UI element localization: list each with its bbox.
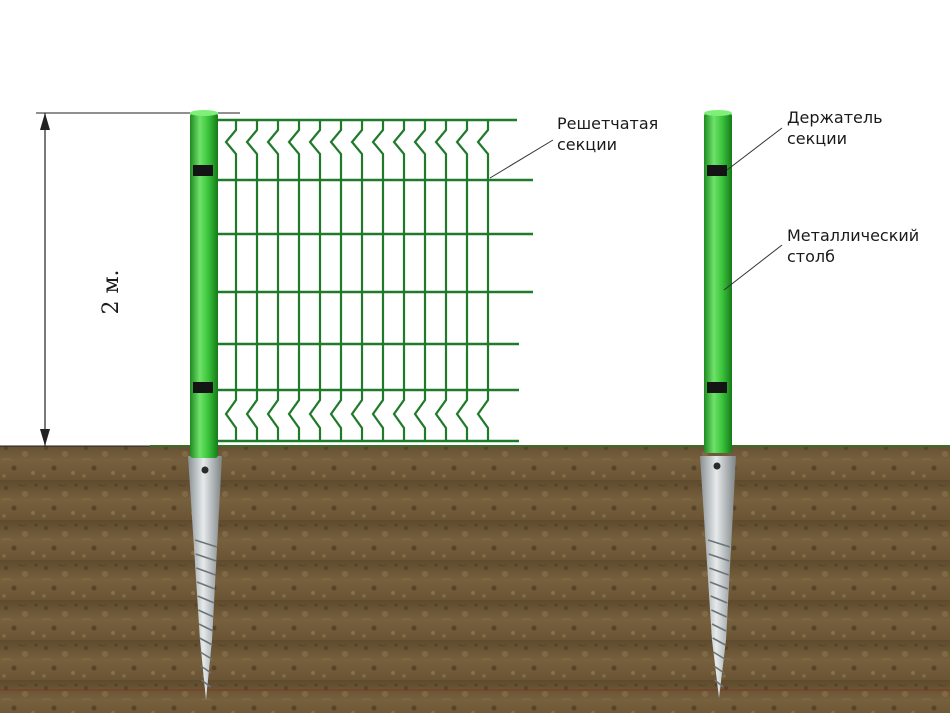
mesh-wire-vertical: [308, 120, 322, 441]
section-holder: [707, 382, 727, 393]
mesh-wire-vertical: [371, 120, 385, 441]
screw-pile-right: [700, 456, 736, 698]
mesh-wire-vertical: [434, 120, 448, 441]
mesh-wire-vertical: [392, 120, 406, 441]
mesh-section: [218, 118, 533, 443]
screw-pile-left: [188, 456, 222, 700]
mesh-wire-vertical: [245, 120, 259, 441]
label-section-holder: Держатель секции: [787, 108, 888, 148]
label-metal-post: Металлический столб: [787, 226, 924, 266]
mesh-wire-vertical: [455, 120, 469, 441]
post-left: [190, 110, 218, 458]
leader-holder: [726, 127, 783, 171]
height-dimension: 2 м.: [0, 112, 240, 447]
section-holder: [193, 165, 213, 176]
mesh-wire-vertical: [329, 120, 343, 441]
section-holder: [193, 382, 213, 393]
mesh-wire-vertical: [224, 120, 238, 441]
mesh-wire-vertical: [287, 120, 301, 441]
section-holder: [707, 165, 727, 176]
label-mesh-section: Решетчатая секции: [557, 114, 663, 154]
leader-post: [723, 244, 783, 291]
mesh-wire-vertical: [350, 120, 364, 441]
soil: [0, 446, 950, 713]
mesh-wire-vertical: [476, 120, 490, 441]
post-right: [704, 110, 732, 453]
leader-mesh: [489, 139, 554, 179]
mesh-wire-vertical: [413, 120, 427, 441]
height-label: 2 м.: [99, 269, 124, 314]
mesh-wire-vertical: [266, 120, 280, 441]
